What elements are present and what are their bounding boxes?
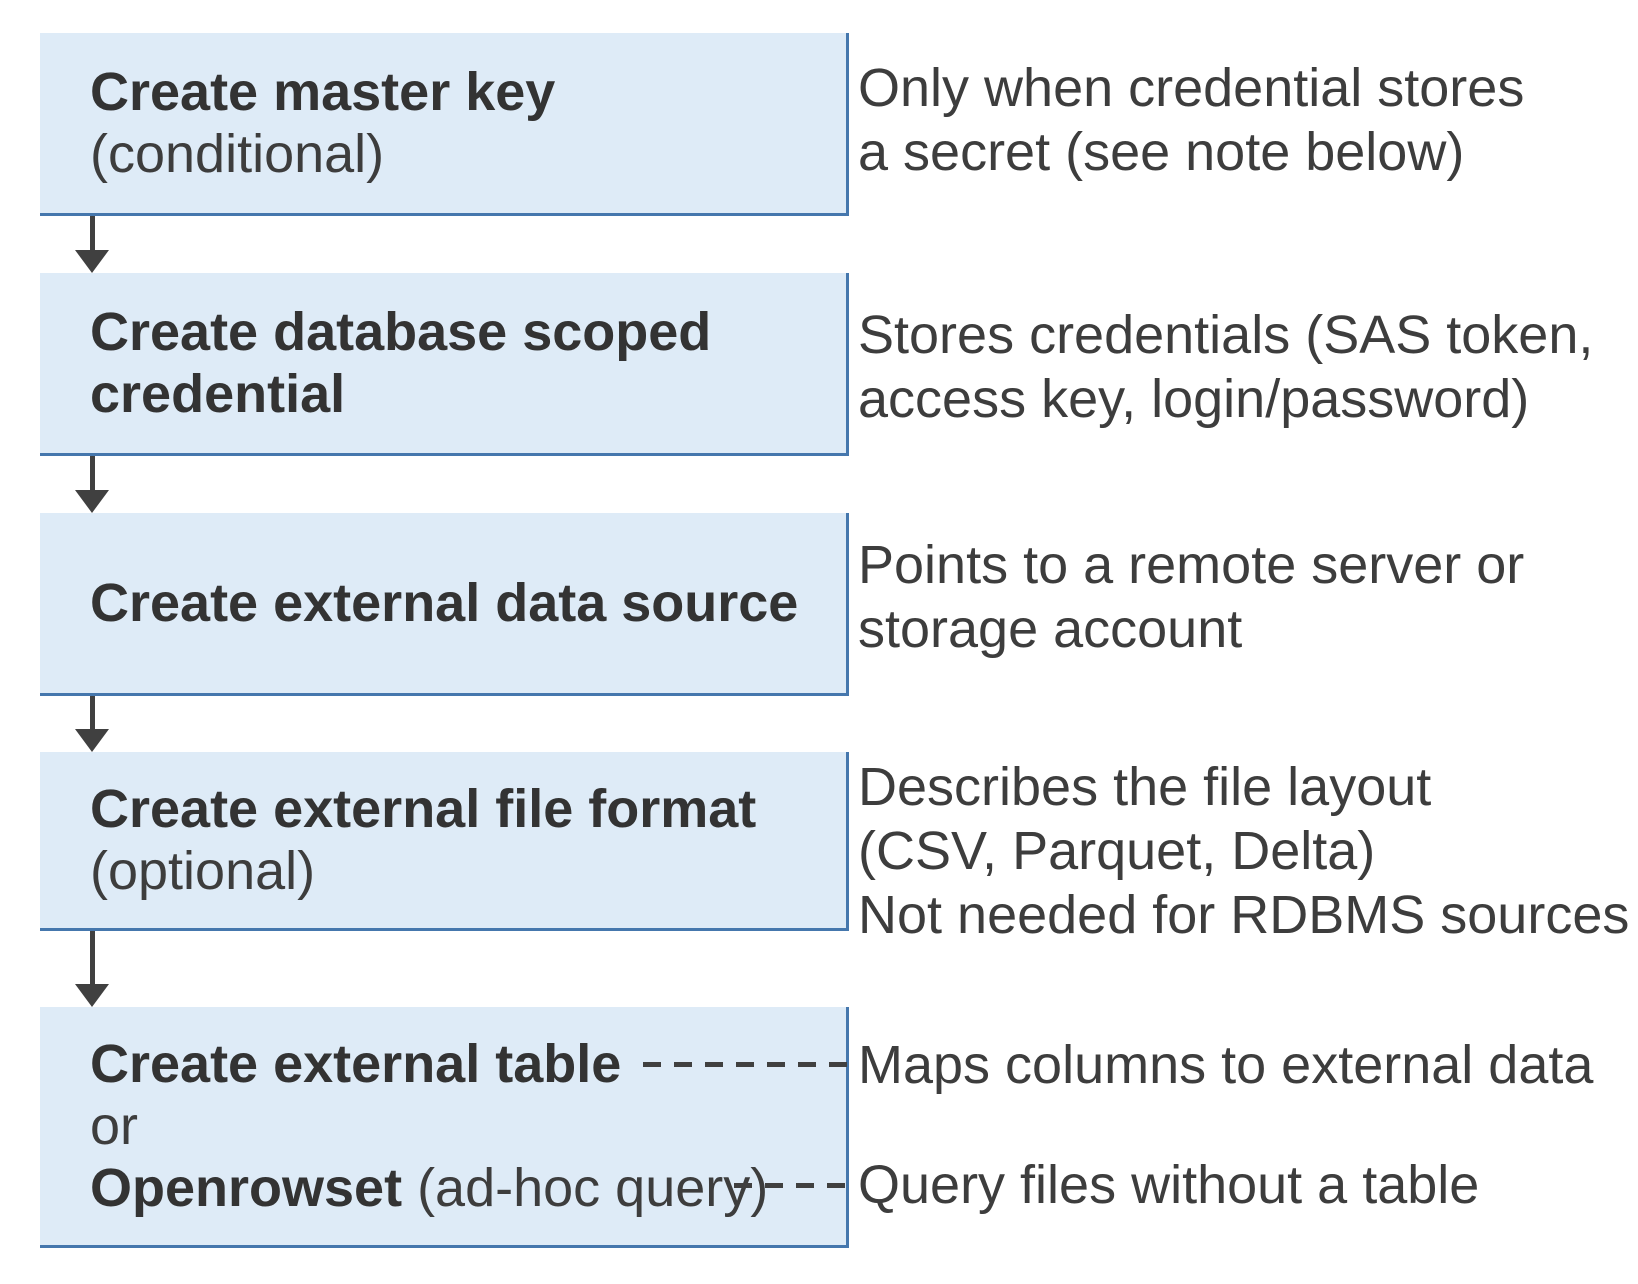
note-line: storage account [858,599,1243,659]
step-box-create-database-scoped-credential: Create database scoped credential [40,273,849,456]
note-line: Describes the file layout [858,757,1432,817]
flow-arrow-4 [75,931,109,1007]
arrow-head-icon [75,984,109,1007]
note-openrowset: Query files without a table [858,1153,1479,1217]
note-external-data-source: Points to a remote server or storage acc… [858,533,1524,661]
note-line: Stores credentials (SAS token, [858,305,1594,365]
note-line: Maps columns to external data [858,1035,1594,1095]
note-external-table: Maps columns to external data [858,1033,1593,1097]
note-database-scoped-credential: Stores credentials (SAS token, access ke… [858,303,1593,431]
step-title-text: Create database scoped [90,302,712,362]
step-or-text: or [90,1096,139,1156]
step-title: credential [90,363,846,425]
step-subtitle-text: (ad-hoc query) [402,1158,769,1218]
note-line: access key, login/password) [858,369,1530,429]
step-title: Create external file format [90,778,846,840]
arrow-head-icon [75,250,109,273]
arrow-head-icon [75,729,109,752]
step-title-text: Create external data source [90,573,799,633]
step-title: Create external data source [90,572,846,634]
step-subtitle: (conditional) [90,123,846,185]
note-line: a secret (see note below) [858,122,1465,182]
note-external-file-format: Describes the file layout (CSV, Parquet,… [858,755,1629,947]
step-title-text: Create master key [90,62,556,122]
step-title-text: credential [90,364,346,424]
step-title: Create external table [90,1033,846,1095]
step-box-create-external-table-or-openrowset: Create external table or Openrowset (ad-… [40,1007,849,1248]
dashed-connector-external-table [643,1062,849,1067]
step-box-create-master-key: Create master key (conditional) [40,33,849,216]
note-line: Not needed for RDBMS sources [858,885,1630,945]
note-line: (CSV, Parquet, Delta) [858,821,1376,881]
flow-arrow-3 [75,696,109,752]
step-or-label: or [90,1095,846,1157]
step-box-create-external-file-format: Create external file format (optional) [40,752,849,931]
step-title-text: Openrowset [90,1158,403,1218]
step-title-text: Create external file format [90,779,757,839]
dashed-connector-openrowset [734,1183,849,1188]
step-title: Openrowset (ad-hoc query) [90,1157,846,1219]
step-title: Create database scoped [90,301,846,363]
step-box-create-external-data-source: Create external data source [40,513,849,696]
arrow-head-icon [75,490,109,513]
flow-arrow-2 [75,456,109,513]
step-title: Create master key [90,61,846,123]
note-master-key: Only when credential stores a secret (se… [858,56,1524,184]
arrow-stem [90,216,95,251]
step-subtitle-text: (conditional) [90,124,385,184]
flow-arrow-1 [75,216,109,273]
arrow-stem [90,696,95,730]
step-subtitle-text: (optional) [90,841,316,901]
arrow-stem [90,931,95,985]
note-line: Only when credential stores [858,58,1525,118]
arrow-stem [90,456,95,491]
step-title-text: Create external table [90,1034,622,1094]
note-line: Points to a remote server or [858,535,1525,595]
note-line: Query files without a table [858,1155,1480,1215]
step-subtitle: (optional) [90,840,846,902]
